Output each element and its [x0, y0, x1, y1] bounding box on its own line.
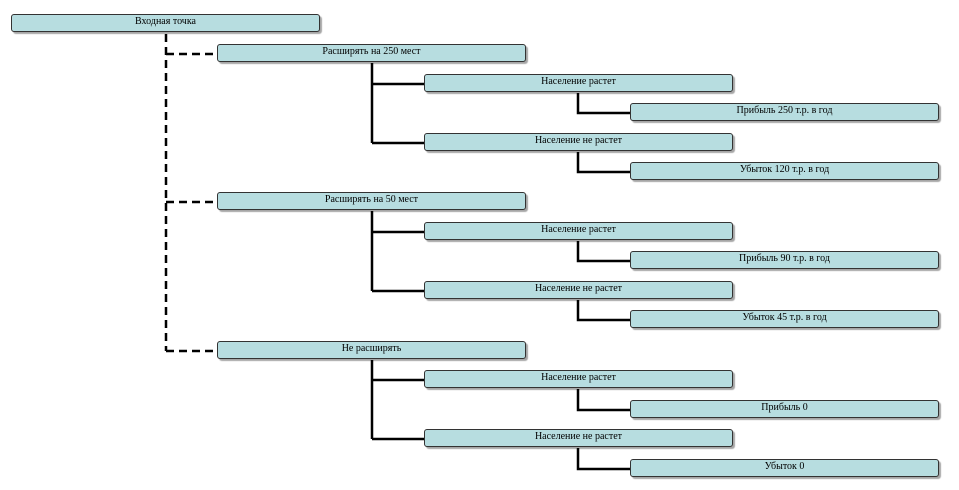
branch-1-outcome-1-label: Прибыль 250 т.р. в год	[736, 105, 833, 116]
branch-3-outcome-2-label: Убыток 0	[764, 461, 805, 472]
branch-1-scenario-1-label: Население растет	[541, 76, 616, 87]
branch-3-node: Не расширять	[217, 341, 526, 359]
branch-1-outcome-2-line	[576, 152, 630, 174]
branch-3-scenario-1-label: Население растет	[541, 372, 616, 383]
branch-2-outcome-1-node: Прибыль 90 т.р. в год	[630, 251, 939, 269]
branch-1-outcome-2-label: Убыток 120 т.р. в год	[739, 164, 830, 175]
branch-2-label: Расширять на 50 мест	[324, 194, 419, 205]
branch-1-outcome-1-line	[576, 93, 630, 115]
branch-2-outcome-2-label: Убыток 45 т.р. в год	[742, 312, 827, 323]
branch-1-scenario-2-label: Население не растет	[534, 135, 623, 146]
branch-1-outcome-2-node: Убыток 120 т.р. в год	[630, 162, 939, 180]
branch-3-label: Не расширять	[341, 343, 402, 354]
root-node: Входная точка	[11, 14, 320, 32]
branch-2-scenario-2-label: Население не растет	[534, 283, 623, 294]
branch-1-outcome-1-node: Прибыль 250 т.р. в год	[630, 103, 939, 121]
branch-3-outcome-1-label: Прибыль 0	[761, 402, 808, 413]
branch-2-outcome-1-line	[576, 241, 630, 263]
branch-3-scenario-2-label: Население не растет	[534, 431, 623, 442]
root-node-label: Входная точка	[134, 16, 196, 27]
branch-1-node: Расширять на 250 мест	[217, 44, 526, 62]
branch-2-outcome-1-label: Прибыль 90 т.р. в год	[739, 253, 830, 264]
branch-2-outcome-2-line	[576, 300, 630, 322]
branch-3-scenario-1-node: Население растет	[424, 370, 733, 388]
branch-3-outcome-2-node: Убыток 0	[630, 459, 939, 477]
branch-1-scenario-2-node: Население не растет	[424, 133, 733, 151]
branch-2-node: Расширять на 50 мест	[217, 192, 526, 210]
branch-3-outcome-2-line	[576, 448, 630, 471]
branch-2-scenario-2-node: Население не растет	[424, 281, 733, 299]
branch-1-label: Расширять на 250 мест	[322, 46, 421, 57]
branch-3-outcome-1-node: Прибыль 0	[630, 400, 939, 418]
branch-2-scenario-1-node: Население растет	[424, 222, 733, 240]
branch-2-scenario-1-label: Население растет	[541, 224, 616, 235]
branch-3-scenario-2-node: Население не растет	[424, 429, 733, 447]
branch-3-outcome-1-line	[576, 389, 630, 412]
branch-1-scenario-1-node: Население растет	[424, 74, 733, 92]
branch-2-outcome-2-node: Убыток 45 т.р. в год	[630, 310, 939, 328]
